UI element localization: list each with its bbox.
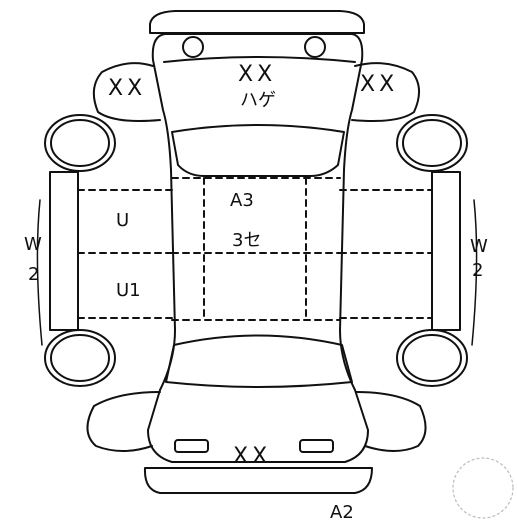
left-front-door-mark: U <box>116 210 130 231</box>
rear-left-wheel-inner <box>50 334 110 382</box>
front-bumper <box>149 10 365 34</box>
left-rear-door-mark: U1 <box>116 280 141 301</box>
roof-cross-lines <box>171 177 341 321</box>
hood-mark-note: ハゲ <box>240 90 276 111</box>
left-sill-bracket <box>36 199 43 346</box>
front-right-fender <box>351 62 420 122</box>
car-body <box>147 33 369 463</box>
left-tail-light <box>174 439 209 453</box>
rear-right-fender <box>355 391 427 452</box>
right-door-lines <box>339 189 433 319</box>
left-sill <box>49 171 79 331</box>
front-right-wheel <box>396 114 468 172</box>
rear-bumper-mark: A2 <box>330 502 354 523</box>
right-sill-mark-w: W <box>470 236 488 257</box>
roof-mark-grade: A3 <box>230 190 254 211</box>
front-right-wheel-inner <box>402 119 462 167</box>
rear-left-wheel <box>44 329 116 387</box>
rear-bumper <box>143 467 373 494</box>
roof-mark-note: 3セ <box>232 230 262 251</box>
inspector-stamp <box>452 457 514 519</box>
right-headlight <box>304 36 326 58</box>
hood-line <box>163 56 356 63</box>
right-sill-bracket <box>471 199 478 346</box>
rear-right-wheel-inner <box>402 334 462 382</box>
left-door-lines <box>77 189 173 319</box>
right-sill-mark-2: 2 <box>472 260 484 281</box>
roof-panel <box>203 177 307 321</box>
front-right-fender-mark: XX <box>360 72 399 97</box>
rear-window <box>165 334 353 388</box>
left-sill-mark-w: W <box>24 234 42 255</box>
hood-mark-xx: XX <box>238 62 277 87</box>
rear-left-fender <box>86 391 161 452</box>
front-left-fender <box>92 62 161 122</box>
right-tail-light <box>299 439 334 453</box>
front-left-fender-mark: XX <box>108 76 147 101</box>
rear-right-wheel <box>396 329 468 387</box>
windshield <box>171 124 345 177</box>
front-left-wheel-inner <box>50 119 110 167</box>
trunk-mark-xx: XX <box>233 444 272 469</box>
left-sill-mark-2: 2 <box>28 264 40 285</box>
right-sill <box>431 171 461 331</box>
front-left-wheel <box>44 114 116 172</box>
left-headlight <box>182 36 204 58</box>
